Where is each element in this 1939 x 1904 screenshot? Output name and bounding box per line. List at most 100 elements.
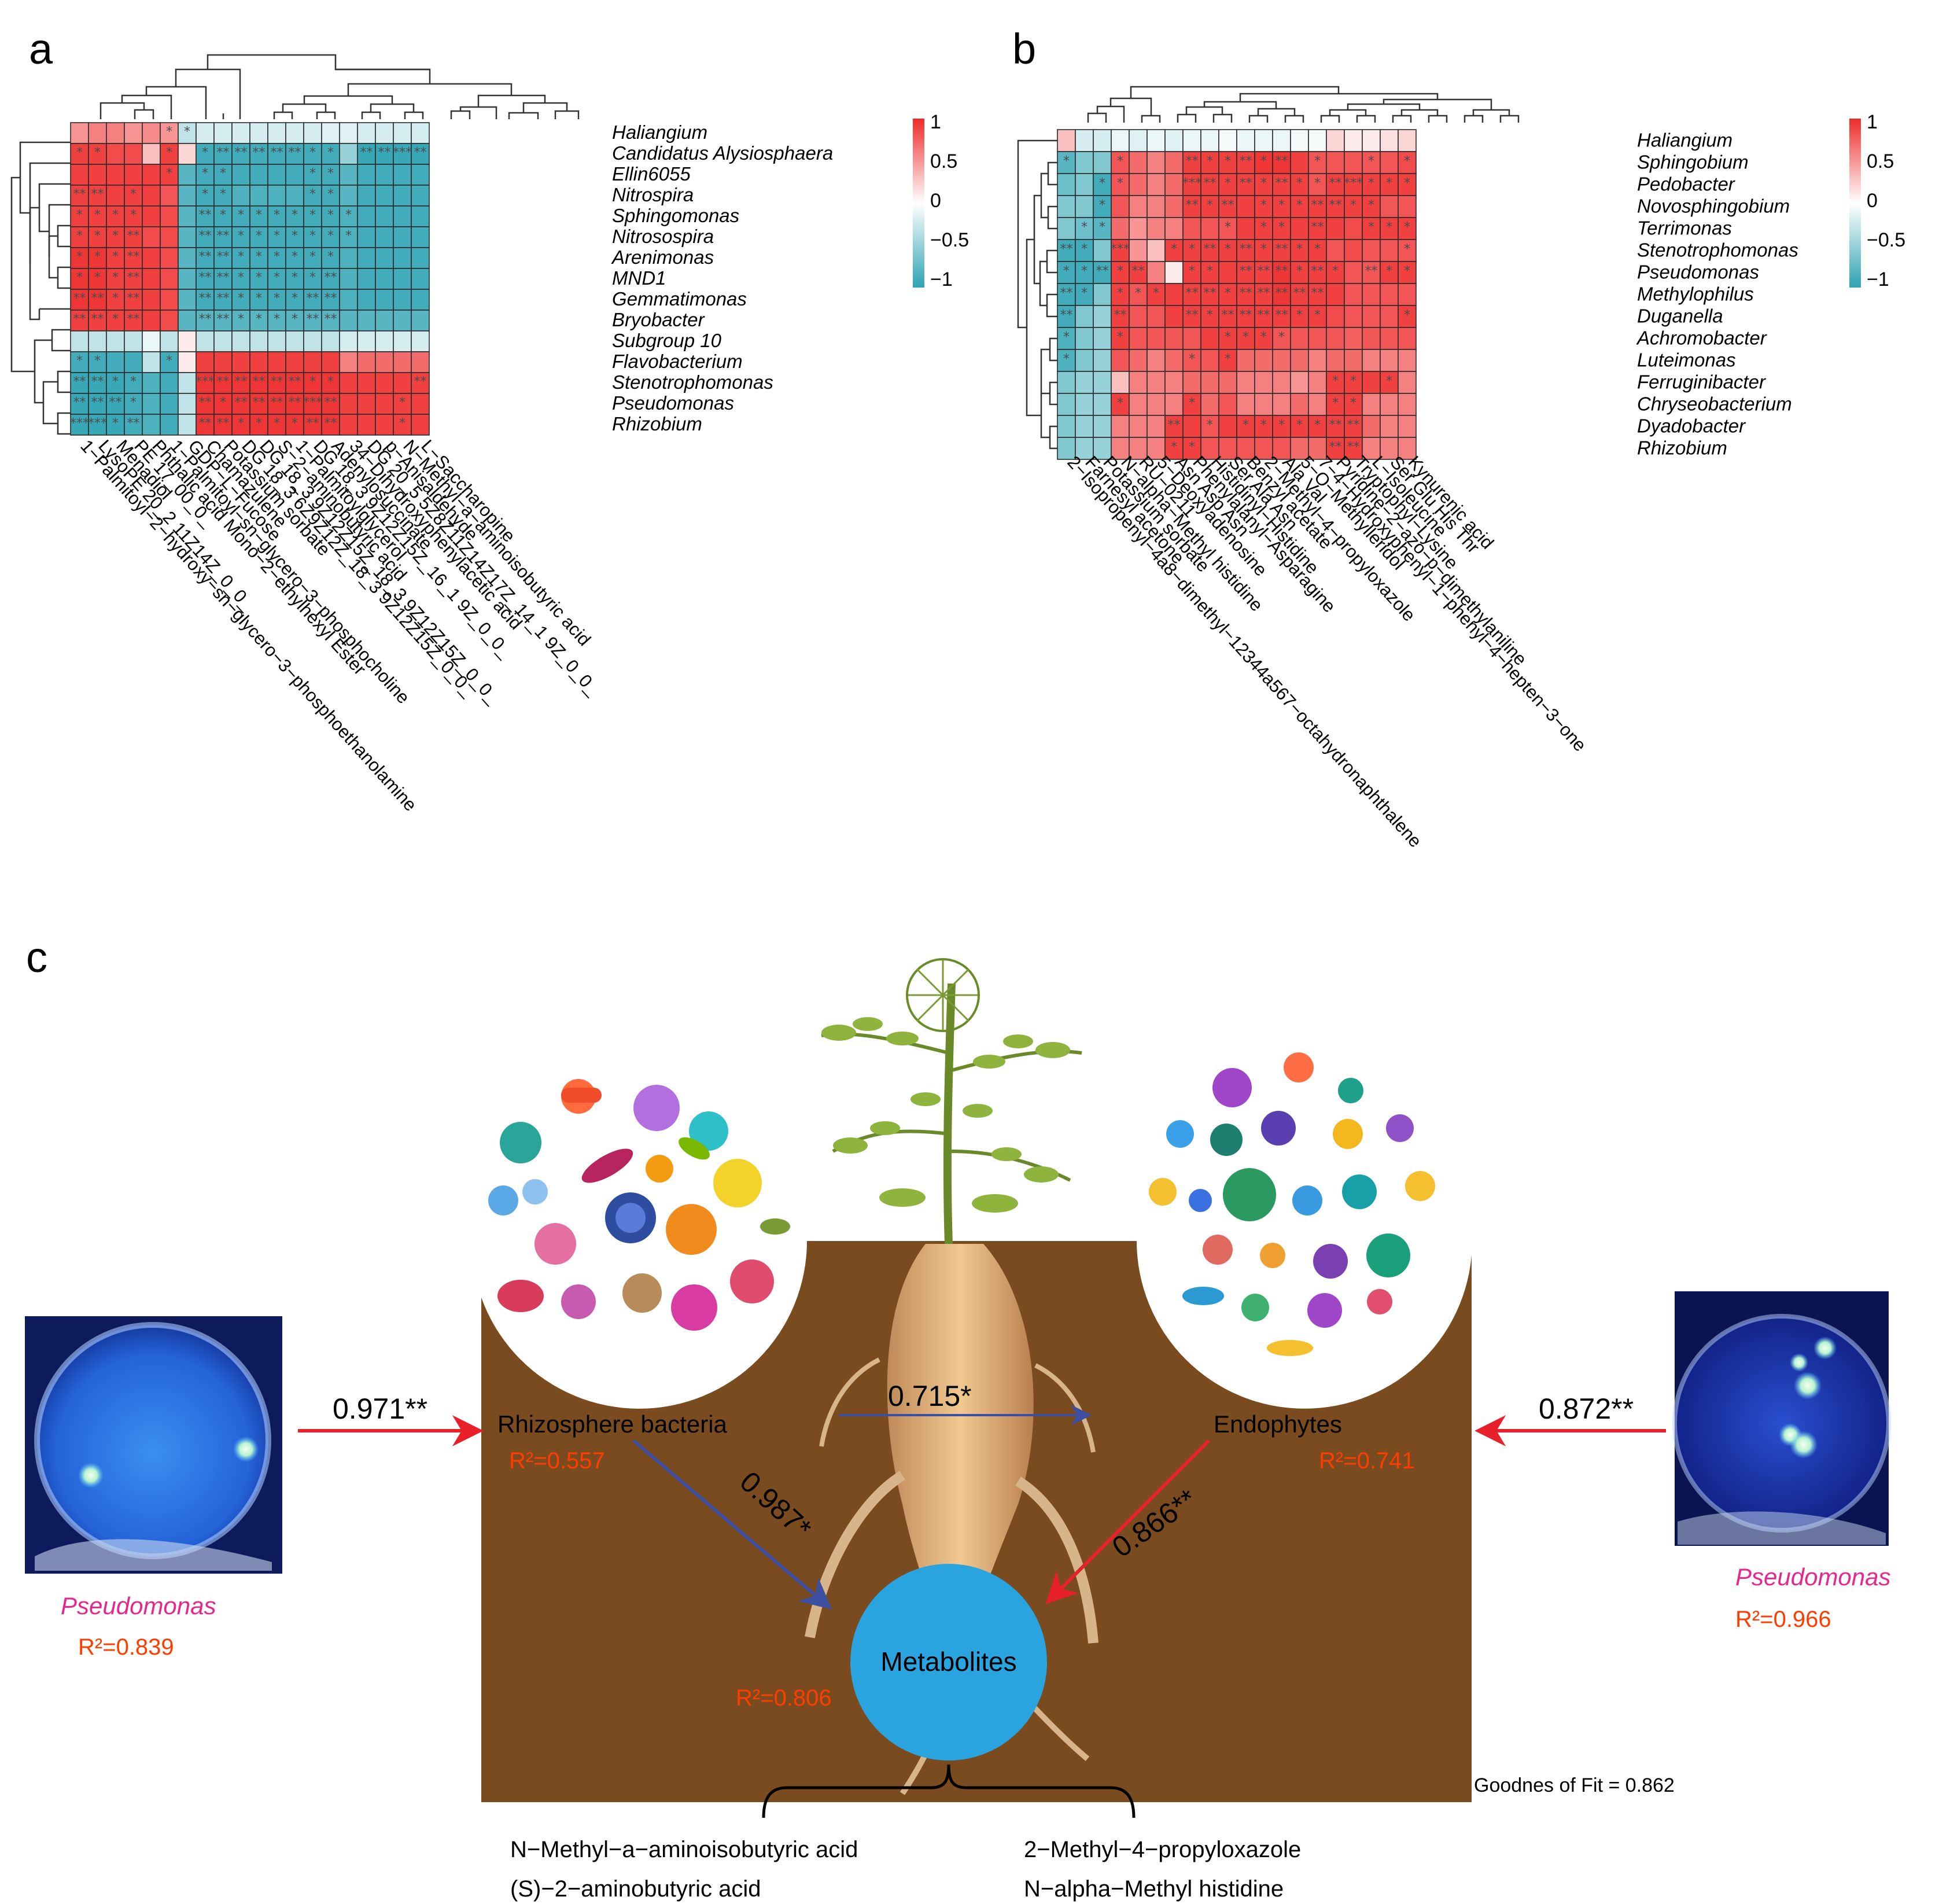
significance-star: * [1404,154,1410,169]
heatmap-cell [249,185,268,207]
significance-star: * [1207,198,1213,213]
heatmap-cell [339,185,358,207]
significance-star: * [274,291,280,305]
heatmap-cell [1362,371,1381,394]
heatmap-cell [1147,129,1166,152]
heatmap-cell [1380,129,1399,152]
significance-star: * [1063,330,1070,345]
row-label: Subgroup 10 [612,330,722,351]
significance-star: ** [199,249,212,264]
heatmap-cell [1344,173,1363,196]
significance-star: * [327,145,334,160]
significance-star: ** [1311,220,1324,235]
heatmap-cell [411,289,430,311]
heatmap-cell [88,164,107,186]
pseudomonas-right-label: Pseudomonas [1735,1563,1891,1590]
significance-star: ** [1204,242,1217,257]
heatmap-cell [1218,415,1237,438]
heatmap-cell [375,164,394,186]
significance-star: ** [199,229,212,243]
heatmap-cell [1254,415,1273,438]
heatmap-cell [1182,415,1201,438]
metabolite-item-1: N−Methyl−a−aminoisobutyric acid [510,1837,858,1862]
significance-star: * [1386,220,1392,235]
metabolites-node [850,1564,1047,1761]
significance-star: ** [1276,264,1288,279]
significance-star: * [1314,154,1321,169]
metabolites-label: Metabolites [880,1647,1016,1677]
row-label: Flavobacterium [612,351,743,372]
heatmap-cell [1290,261,1309,284]
significance-star: * [202,166,208,181]
heatmap-cell [88,289,107,311]
heatmap-cell [196,414,215,436]
significance-star: * [292,270,298,285]
significance-star: * [94,270,101,285]
significance-star: * [1189,440,1195,455]
significance-star: * [94,208,101,222]
heatmap-cell [1057,371,1076,394]
heatmap-cell [1200,393,1219,416]
heatmap-cell [1129,173,1148,196]
heatmap-cell [178,372,197,394]
significance-star: * [238,249,244,264]
significance-star: * [256,249,262,264]
heatmap-cell [213,247,233,269]
significance-star: * [292,291,298,305]
heatmap-cell [160,310,179,332]
heatmap-cell [1398,195,1417,218]
row-label: Nitrospira [612,184,694,205]
heatmap-cell [1380,239,1399,262]
heatmap-cell [1344,217,1363,240]
heatmap-cell [1380,415,1399,438]
significance-star: ** [289,145,301,160]
significance-star: * [112,312,119,326]
significance-star: * [327,208,334,222]
heatmap-cell [1164,261,1184,284]
significance-star: ** [1240,264,1252,279]
heatmap-cell [213,351,233,373]
heatmap-cell [357,330,376,352]
significance-star: * [1260,154,1267,169]
significance-star: ** [1132,264,1145,279]
significance-star: * [1296,242,1303,257]
significance-star: * [327,374,334,389]
significance-star: ** [199,270,212,285]
heatmap-cell [1362,239,1381,262]
row-label: Stenotrophomonas [612,371,773,393]
heatmap-cell [142,164,161,186]
heatmap-cell [267,164,286,186]
significance-star: ** [325,312,337,326]
heatmap-cell [411,393,430,415]
significance-star: ** [1276,154,1288,169]
row-label: Achromobacter [1636,327,1768,349]
heatmap-cell [142,226,161,248]
heatmap-cell [196,330,215,352]
heatmap-cell [1075,371,1094,394]
heatmap-cell [303,143,322,165]
heatmap-cell [1164,393,1184,416]
heatmap-b-cells: ****************************************… [1057,129,1417,460]
heatmap-cell [1093,437,1112,460]
heatmap-a: ****************************************… [10,54,833,815]
heatmap-cell [231,164,250,186]
heatmap-cell [1164,305,1184,328]
significance-star: ** [217,291,230,305]
heatmap-cell [1362,283,1381,306]
heatmap-cell [1362,195,1381,218]
heatmap-cell [1147,239,1166,262]
legend-a-tick-5: −1 [930,268,953,290]
heatmap-cell [411,143,430,165]
heatmap-cell [1111,437,1130,460]
significance-star: ** [91,291,104,305]
heatmap-cell [393,205,412,227]
significance-star: ** [1204,176,1217,191]
heatmap-cell [1057,151,1076,174]
heatmap-cell [142,289,161,311]
heatmap-cell [1344,305,1363,328]
heatmap-cell [393,164,412,186]
heatmap-cell [1362,327,1381,350]
heatmap-cell [1075,151,1094,174]
endophyte-microbes-icon [1149,1052,1435,1356]
significance-star: ** [1240,286,1252,301]
